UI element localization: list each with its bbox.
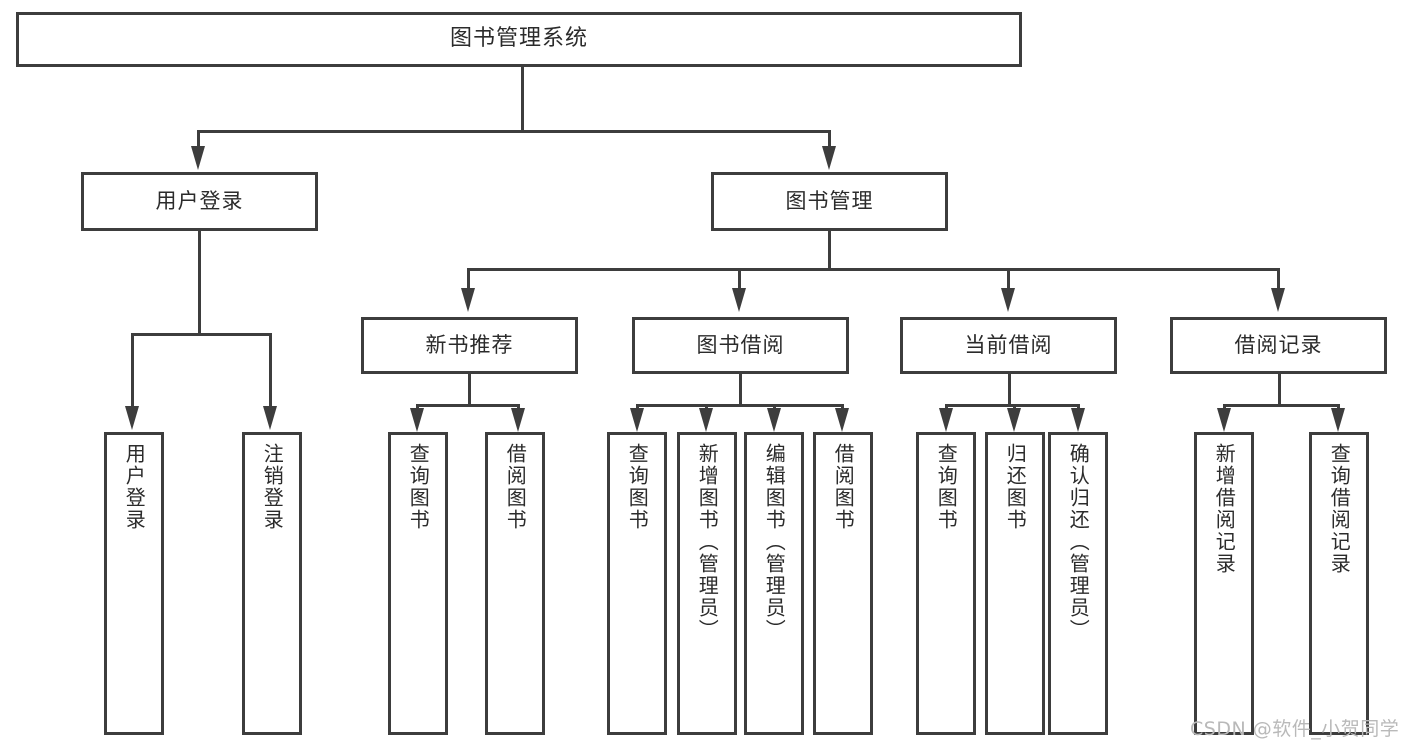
connector-root-drop-left — [197, 130, 200, 148]
connector-currentborrow-drop-2 — [1013, 404, 1016, 410]
arrowhead-borrow-record — [1271, 288, 1285, 312]
node-label: 新增借阅记录 — [1212, 443, 1237, 575]
node-label: 图书管理系统 — [449, 26, 588, 52]
connector-newbook-drop-1 — [416, 404, 419, 410]
node-label: 查询图书 — [625, 443, 650, 531]
arrowhead-bookborrow-lend — [835, 408, 849, 432]
connector-root-stem — [521, 67, 524, 130]
connector-newbook-bus — [416, 404, 520, 407]
connector-bookmanage-stem — [828, 231, 831, 270]
arrowhead-currentborrow-query — [939, 408, 953, 432]
connector-bookborrow-drop-4 — [841, 404, 844, 410]
node-user-login[interactable]: 用户登录 — [81, 172, 318, 231]
node-label: 图书管理 — [785, 188, 874, 213]
node-label: 借阅图书 — [503, 443, 528, 531]
node-label: 注销登录 — [260, 443, 285, 531]
connector-currentborrow-bus — [945, 404, 1080, 407]
leaf-newbook-borrow-book[interactable]: 借阅图书 — [485, 432, 545, 735]
leaf-newbook-query-book[interactable]: 查询图书 — [388, 432, 448, 735]
node-label: 查询借阅记录 — [1327, 443, 1352, 575]
arrowhead-bookborrow-edit — [767, 408, 781, 432]
leaf-user-login[interactable]: 用户登录 — [104, 432, 164, 735]
node-borrow-record[interactable]: 借阅记录 — [1170, 317, 1387, 374]
connector-bookmanage-drop-1 — [467, 268, 470, 290]
node-new-book-recommend[interactable]: 新书推荐 — [361, 317, 578, 374]
node-label: 图书借阅 — [696, 332, 785, 357]
leaf-borrowrecord-add-record[interactable]: 新增借阅记录 — [1194, 432, 1254, 735]
node-label: 用户登录 — [155, 188, 244, 213]
arrowhead-bookborrow-add — [699, 408, 713, 432]
connector-borrowrecord-drop-2 — [1337, 404, 1340, 410]
arrowhead-book-borrow — [732, 288, 746, 312]
connector-bookmanage-drop-3 — [1007, 268, 1010, 290]
arrowhead-currentborrow-return — [1007, 408, 1021, 432]
arrowhead-book-manage — [822, 146, 836, 170]
arrowhead-current-borrow — [1001, 288, 1015, 312]
connector-userlogin-drop-1 — [131, 333, 134, 408]
connector-userlogin-drop-2 — [269, 333, 272, 408]
arrowhead-newbook-query — [410, 408, 424, 432]
leaf-borrowrecord-query-record[interactable]: 查询借阅记录 — [1309, 432, 1369, 735]
arrowhead-user-login — [191, 146, 205, 170]
node-label: 编辑图书（管理员） — [762, 443, 787, 641]
arrowhead-currentborrow-confirm — [1071, 408, 1085, 432]
connector-newbook-stem — [468, 374, 471, 406]
node-label: 查询图书 — [406, 443, 431, 531]
arrowhead-borrowrecord-add — [1217, 408, 1231, 432]
leaf-bookborrow-edit-book[interactable]: 编辑图书（管理员） — [744, 432, 804, 735]
connector-root-bus — [197, 130, 831, 133]
connector-bookborrow-drop-1 — [636, 404, 639, 410]
connector-bookborrow-drop-3 — [773, 404, 776, 410]
leaf-currentborrow-query-book[interactable]: 查询图书 — [916, 432, 976, 735]
node-book-management[interactable]: 图书管理 — [711, 172, 948, 231]
node-label: 用户登录 — [122, 443, 147, 531]
node-label: 借阅图书 — [831, 443, 856, 531]
connector-borrowrecord-stem — [1278, 374, 1281, 406]
connector-root-drop-right — [828, 130, 831, 148]
connector-currentborrow-drop-1 — [945, 404, 948, 410]
arrowhead-newbook-borrow — [511, 408, 525, 432]
connector-bookmanage-bus — [467, 268, 1280, 271]
connector-bookmanage-drop-4 — [1277, 268, 1280, 290]
leaf-bookborrow-add-book[interactable]: 新增图书（管理员） — [677, 432, 737, 735]
connector-userlogin-stem — [198, 231, 201, 335]
node-label: 归还图书 — [1003, 443, 1028, 531]
node-label: 查询图书 — [934, 443, 959, 531]
node-label: 当前借阅 — [964, 332, 1053, 357]
connector-newbook-drop-2 — [517, 404, 520, 410]
connector-userlogin-bus — [131, 333, 271, 336]
arrowhead-leaf-logout — [263, 406, 277, 430]
arrowhead-leaf-user-login — [125, 406, 139, 430]
connector-bookborrow-drop-2 — [705, 404, 708, 410]
node-label: 确认归还（管理员） — [1066, 443, 1091, 641]
connector-currentborrow-drop-3 — [1077, 404, 1080, 410]
leaf-currentborrow-confirm-return[interactable]: 确认归还（管理员） — [1048, 432, 1108, 735]
arrowhead-bookborrow-query — [630, 408, 644, 432]
csdn-watermark: CSDN @软件_小贺同学 — [1190, 718, 1400, 740]
arrowhead-borrowrecord-query — [1331, 408, 1345, 432]
node-root-system[interactable]: 图书管理系统 — [16, 12, 1022, 67]
arrowhead-new-book-recommend — [461, 288, 475, 312]
node-label: 借阅记录 — [1234, 332, 1323, 357]
leaf-logout[interactable]: 注销登录 — [242, 432, 302, 735]
connector-bookborrow-stem — [739, 374, 742, 406]
node-label: 新书推荐 — [425, 332, 514, 357]
leaf-bookborrow-query-book[interactable]: 查询图书 — [607, 432, 667, 735]
leaf-currentborrow-return-book[interactable]: 归还图书 — [985, 432, 1045, 735]
connector-currentborrow-stem — [1008, 374, 1011, 406]
connector-borrowrecord-drop-1 — [1223, 404, 1226, 410]
node-current-borrow[interactable]: 当前借阅 — [900, 317, 1117, 374]
node-label: 新增图书（管理员） — [695, 443, 720, 641]
connector-bookmanage-drop-2 — [738, 268, 741, 290]
connector-borrowrecord-bus — [1223, 404, 1340, 407]
node-book-borrow[interactable]: 图书借阅 — [632, 317, 849, 374]
connector-bookborrow-bus — [636, 404, 844, 407]
leaf-bookborrow-lend-book[interactable]: 借阅图书 — [813, 432, 873, 735]
